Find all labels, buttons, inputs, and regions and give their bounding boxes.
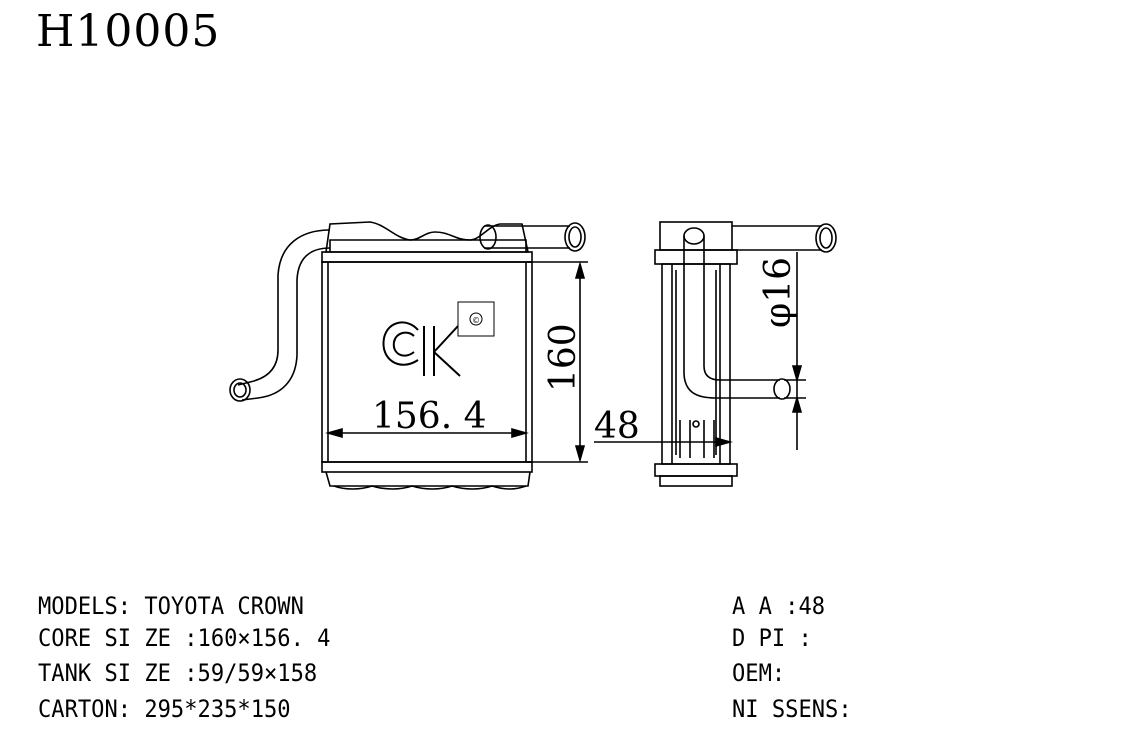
spec-aa: A A :48 (732, 592, 826, 620)
side-view: 48 φ16 (594, 221, 837, 487)
core-height-label: 160 (543, 323, 584, 392)
side-lower-pipe-end (773, 378, 791, 400)
trademark-box (457, 301, 495, 337)
left-pipe (237, 229, 331, 386)
bottom-tank (325, 471, 531, 487)
pipe-diameter-label: φ16 (758, 257, 799, 328)
side-top-tank (659, 221, 733, 251)
spec-oem: OEM: (732, 659, 786, 687)
left-pipe-inner (241, 247, 331, 401)
bottom-header-plate (321, 461, 533, 473)
side-bottom-tank (654, 463, 738, 477)
spec-carton: CARTON: 295*235*150 (38, 695, 291, 723)
depth-label: 48 (594, 406, 640, 447)
top-header-plate (321, 251, 533, 263)
spec-tank-size: TANK SI ZE :59/59×158 (38, 659, 318, 687)
left-pipe-end (229, 378, 251, 402)
right-pipe-end (564, 222, 586, 252)
spec-models: MODELS: TOYOTA CROWN (38, 592, 304, 620)
side-top-pipe-end (815, 223, 837, 253)
spec-nissens: NI SSENS: (732, 695, 852, 723)
spec-dpi: D PI : (732, 624, 812, 652)
side-vertical-pipe (683, 236, 780, 399)
spec-core-size: CORE SI ZE :160×156. 4 (38, 624, 331, 652)
part-number-title: H10005 (36, 6, 221, 57)
side-top-pipe (732, 225, 822, 251)
core-width-label: 156. 4 (372, 396, 487, 437)
front-view: © 156. 4 160 (229, 221, 588, 490)
top-tank (325, 221, 529, 253)
logo-mark: © (472, 316, 480, 325)
ck-logo (382, 301, 495, 377)
